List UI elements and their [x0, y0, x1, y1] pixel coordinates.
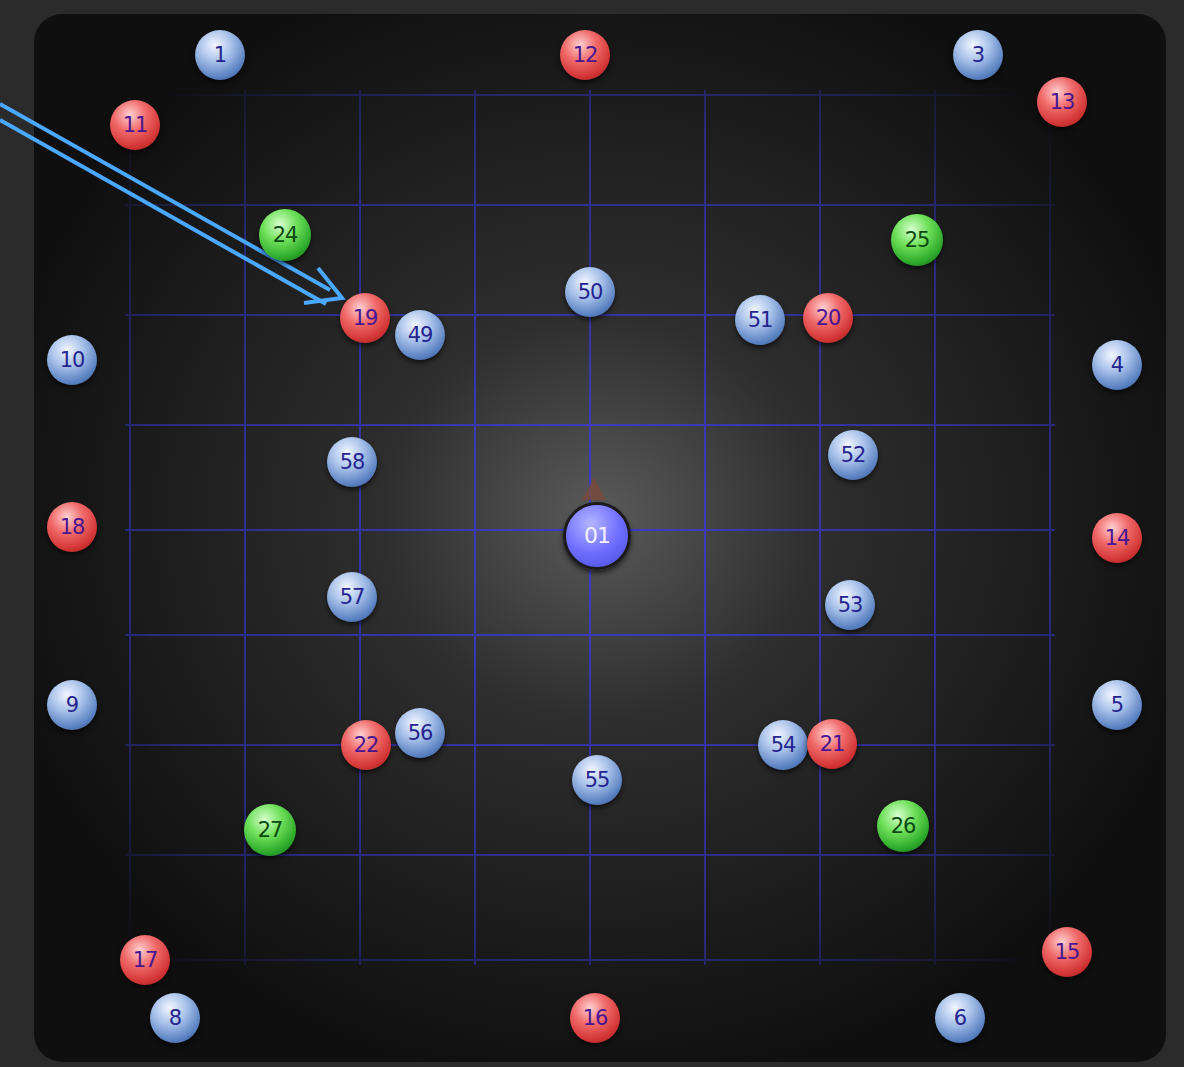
ball-number: 51 — [748, 310, 773, 331]
ball-number: 01 — [584, 525, 610, 547]
ball-number: 26 — [891, 816, 916, 837]
number-ball: 4 — [1092, 340, 1142, 390]
ball-number: 24 — [273, 225, 298, 246]
ball-number: 52 — [841, 445, 866, 466]
number-ball: 17 — [120, 935, 170, 985]
ball-number: 27 — [258, 820, 283, 841]
number-ball: 15 — [1042, 927, 1092, 977]
number-ball: 50 — [565, 267, 615, 317]
number-ball: 27 — [244, 804, 296, 856]
ball-number: 14 — [1105, 528, 1130, 549]
number-ball: 21 — [807, 719, 857, 769]
number-ball: 6 — [935, 993, 985, 1043]
number-ball: 22 — [341, 720, 391, 770]
ball-number: 18 — [60, 517, 85, 538]
ball-number: 12 — [573, 45, 598, 66]
ball-number: 6 — [954, 1008, 966, 1029]
number-ball: 20 — [803, 293, 853, 343]
ball-number: 16 — [583, 1008, 608, 1029]
ball-number: 13 — [1050, 92, 1075, 113]
number-ball: 16 — [570, 993, 620, 1043]
ball-number: 53 — [838, 595, 863, 616]
number-ball: 53 — [825, 580, 875, 630]
number-ball: 51 — [735, 295, 785, 345]
player-pointer — [582, 478, 606, 500]
ball-number: 3 — [972, 45, 984, 66]
number-ball: 18 — [47, 502, 97, 552]
ball-number: 1 — [214, 45, 226, 66]
number-ball: 58 — [327, 437, 377, 487]
ball-number: 57 — [340, 587, 365, 608]
ball-number: 55 — [585, 770, 610, 791]
number-ball: 9 — [47, 680, 97, 730]
number-ball: 24 — [259, 209, 311, 261]
ball-number: 5 — [1111, 695, 1123, 716]
ball-number: 58 — [340, 452, 365, 473]
ball-number: 50 — [578, 282, 603, 303]
number-ball: 1 — [195, 30, 245, 80]
number-ball: 19 — [340, 293, 390, 343]
ball-number: 49 — [408, 325, 433, 346]
ball-number: 19 — [353, 308, 378, 329]
number-ball: 12 — [560, 30, 610, 80]
ball-number: 22 — [354, 735, 379, 756]
ball-number: 20 — [816, 308, 841, 329]
number-ball: 26 — [877, 800, 929, 852]
number-ball: 55 — [572, 755, 622, 805]
number-ball: 25 — [891, 214, 943, 266]
number-ball: 01 — [563, 502, 631, 570]
number-ball: 13 — [1037, 77, 1087, 127]
ball-number: 10 — [60, 350, 85, 371]
number-ball: 54 — [758, 720, 808, 770]
number-ball: 8 — [150, 993, 200, 1043]
number-ball: 57 — [327, 572, 377, 622]
ball-number: 15 — [1055, 942, 1080, 963]
ball-number: 25 — [905, 230, 930, 251]
ball-number: 17 — [133, 950, 158, 971]
ball-number: 54 — [771, 735, 796, 756]
number-ball: 52 — [828, 430, 878, 480]
number-ball: 14 — [1092, 513, 1142, 563]
ball-number: 4 — [1111, 355, 1123, 376]
number-ball: 3 — [953, 30, 1003, 80]
ball-number: 8 — [169, 1008, 181, 1029]
ball-number: 11 — [123, 115, 148, 136]
board-panel — [34, 14, 1166, 1062]
number-ball: 49 — [395, 310, 445, 360]
grid — [125, 90, 1055, 965]
number-ball: 10 — [47, 335, 97, 385]
ball-number: 21 — [820, 734, 845, 755]
number-ball: 5 — [1092, 680, 1142, 730]
ball-number: 9 — [66, 695, 78, 716]
number-ball: 11 — [110, 100, 160, 150]
number-ball: 56 — [395, 708, 445, 758]
ball-number: 56 — [408, 723, 433, 744]
